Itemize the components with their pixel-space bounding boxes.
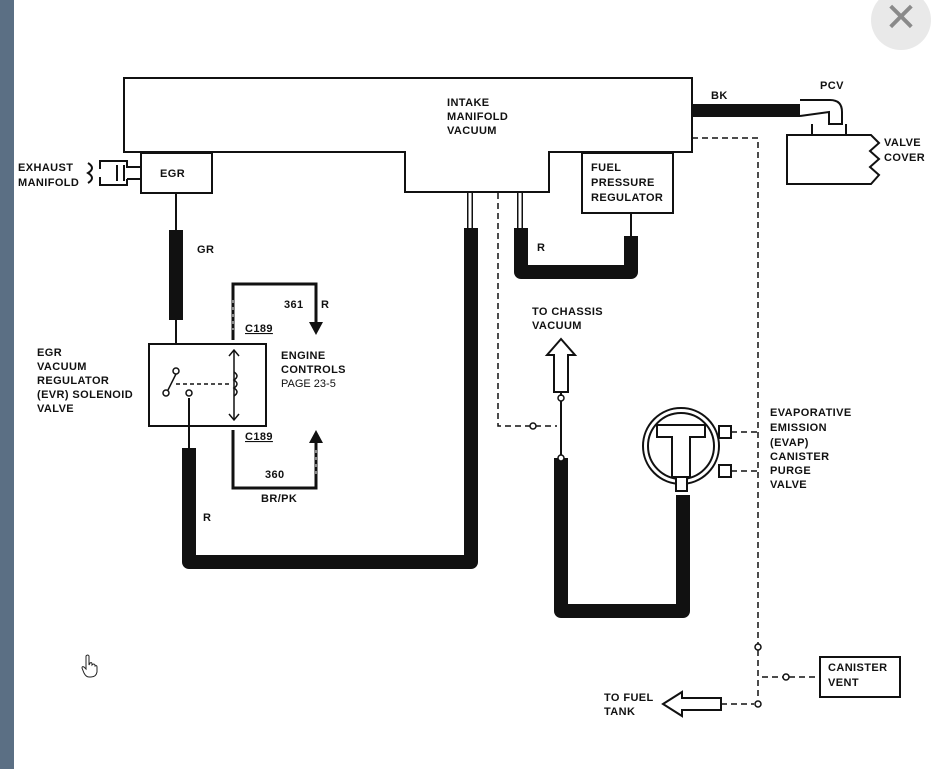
intake-manifold-label: INTAKE MANIFOLD VACUUM — [447, 97, 512, 137]
wire-360-number: 360 — [265, 469, 285, 481]
to-fuel-tank-label: TO FUEL TANK — [604, 692, 657, 718]
canister-vent-label: CANISTER VENT — [828, 662, 891, 689]
connector-c189-top: C189 — [245, 323, 273, 335]
dashed-vacuum-lines — [497, 137, 820, 705]
fuel-pressure-regulator-box — [581, 152, 674, 214]
wire-361-number: 361 — [284, 299, 304, 311]
image-viewer: INTAKE MANIFOLD VACUUM EGR EXHAUST MANIF… — [14, 0, 946, 769]
wire-361-arrow — [309, 322, 323, 335]
fuel-pressure-regulator-label: FUEL PRESSURE REGULATOR — [591, 162, 663, 204]
valve-cover-box — [786, 134, 881, 185]
evap-purge-valve-label: EVAPORATIVE EMISSION (EVAP) CANISTER PUR… — [770, 407, 855, 491]
valve-cover-label: VALVE COVER — [884, 137, 925, 164]
to-chassis-vacuum-arrow — [544, 337, 578, 393]
pcv-label: PCV — [820, 80, 844, 92]
wire-360 — [231, 430, 318, 490]
canister-vent-box — [819, 656, 901, 698]
wire-360-color: BR/PK — [261, 493, 297, 505]
wire-361 — [231, 282, 318, 340]
evr-internals — [162, 348, 240, 422]
pcv-valve — [799, 99, 847, 134]
egr-valve-box — [140, 152, 213, 194]
vacuum-hose-diagram: INTAKE MANIFOLD VACUUM EGR EXHAUST MANIF… — [18, 77, 925, 718]
r-fuel-hose-label: R — [537, 242, 545, 254]
wire-361-color: R — [321, 299, 329, 311]
bk-label: BK — [711, 90, 728, 102]
hand-pointer-icon — [81, 654, 98, 678]
gr-hose-label: GR — [197, 244, 214, 256]
evr-solenoid-box — [148, 343, 267, 427]
exhaust-manifold-label: EXHAUST MANIFOLD — [18, 162, 79, 189]
egr-valve-label: EGR — [160, 168, 185, 180]
close-icon[interactable]: ✕ — [884, 0, 918, 41]
evap-purge-valve — [642, 407, 732, 492]
vacuum-hoses — [169, 193, 690, 618]
pcv-hose — [692, 104, 800, 117]
wire-360-arrow — [309, 430, 323, 443]
junction-points — [529, 394, 790, 708]
exhaust-manifold-connector — [86, 160, 141, 186]
engine-controls-label: ENGINE CONTROLS PAGE 23-5 — [281, 346, 350, 390]
r-egr-hose-label: R — [203, 512, 211, 524]
to-fuel-tank-arrow — [661, 690, 722, 718]
connector-c189-bottom: C189 — [245, 431, 273, 443]
evr-solenoid-label: EGR VACUUM REGULATOR (EVR) SOLENOID VALV… — [37, 347, 137, 415]
to-chassis-vacuum-label: TO CHASSIS VACUUM — [532, 306, 607, 332]
intake-manifold-block — [123, 77, 693, 193]
close-button[interactable]: ✕ — [871, 0, 931, 50]
